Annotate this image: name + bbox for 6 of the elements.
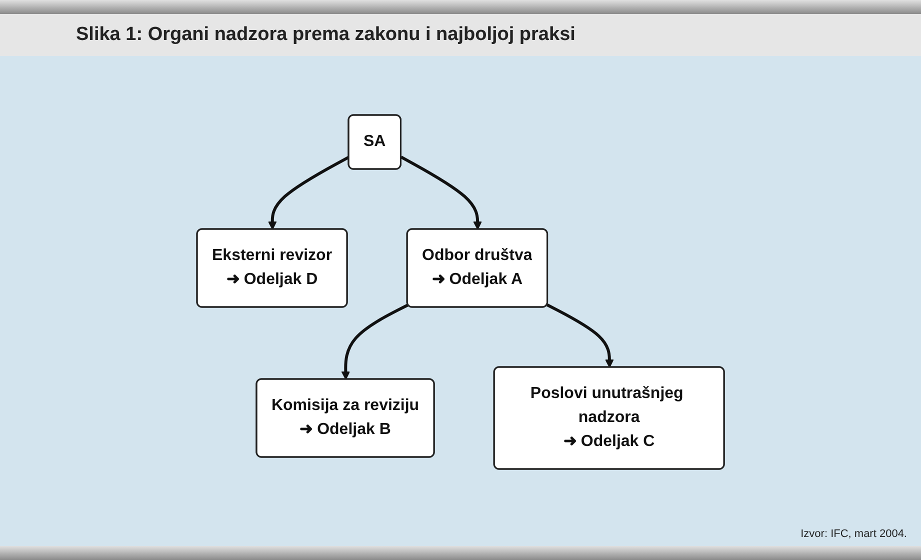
- arrow: [546, 304, 614, 368]
- arrow: [341, 304, 409, 380]
- arrow: [400, 156, 482, 230]
- arrow: [268, 156, 350, 230]
- source-note: Izvor: IFC, mart 2004.: [800, 528, 907, 540]
- diagram-title: Slika 1: Organi nadzora prema zakonu i najboljoj praksi: [0, 14, 921, 56]
